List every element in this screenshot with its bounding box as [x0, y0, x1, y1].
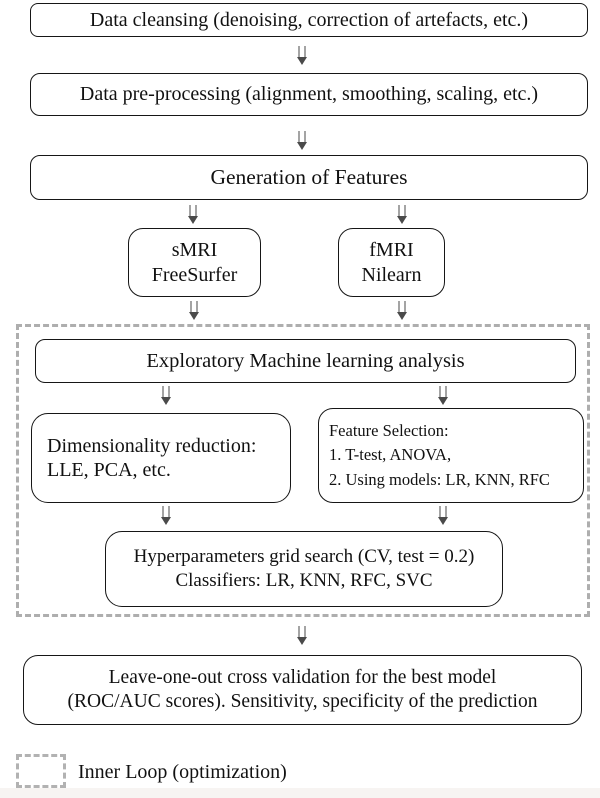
feature-selection-label: Feature Selection: [329, 421, 449, 441]
arrow-down-icon [159, 506, 173, 526]
leave-one-out-cv-box: Leave-one-out cross validation for the b… [23, 655, 582, 725]
leave-one-out-cv-label: Leave-one-out cross validation for the b… [108, 666, 497, 688]
dimensionality-reduction-label: Dimensionality reduction: [47, 435, 257, 457]
roc-auc-label: (ROC/AUC scores). Sensitivity, specifici… [67, 691, 538, 712]
hyperparameters-grid-search-label: Hyperparameters grid search (CV, test = … [133, 545, 475, 567]
feature-selection-item-1: 1. T-test, ANOVA, [329, 445, 452, 465]
arrow-down-icon [295, 131, 309, 151]
arrow-down-icon [186, 205, 200, 225]
data-preprocessing-box: Data pre-processing (alignment, smoothin… [30, 73, 588, 116]
feature-selection-item-2: 2. Using models: LR, KNN, RFC [329, 469, 550, 489]
arrow-down-icon [159, 386, 173, 406]
inner-loop-legend-label: Inner Loop (optimization) [78, 761, 287, 783]
inner-loop-legend-swatch [16, 754, 66, 788]
fmri-label: fMRI [369, 239, 414, 262]
exploratory-ml-analysis-box: Exploratory Machine learning analysis [35, 339, 576, 383]
feature-selection-box: Feature Selection: 1. T-test, ANOVA, 2. … [318, 408, 584, 503]
hyperparameters-grid-search-box: Hyperparameters grid search (CV, test = … [105, 531, 503, 607]
data-cleansing-box: Data cleansing (denoising, correction of… [30, 3, 588, 37]
dimensionality-reduction-methods: LLE, PCA, etc. [47, 459, 171, 481]
inner-loop-dashed-container: Exploratory Machine learning analysis Di… [16, 324, 590, 617]
freesurfer-label: FreeSurfer [151, 263, 238, 286]
arrow-down-icon [395, 205, 409, 225]
arrow-down-icon [436, 506, 450, 526]
arrow-down-icon [187, 301, 201, 321]
generation-of-features-box: Generation of Features [30, 155, 588, 200]
generation-of-features-label: Generation of Features [210, 165, 408, 190]
data-cleansing-label: Data cleansing (denoising, correction of… [89, 8, 529, 31]
arrow-down-icon [295, 46, 309, 66]
dimensionality-reduction-box: Dimensionality reduction: LLE, PCA, etc. [31, 413, 291, 503]
exploratory-ml-analysis-label: Exploratory Machine learning analysis [146, 349, 465, 372]
bottom-edge-strip [0, 788, 600, 798]
arrow-down-icon [295, 626, 309, 646]
fmri-nilearn-box: fMRI Nilearn [338, 228, 445, 297]
smri-label: sMRI [171, 239, 218, 262]
classifiers-label: Classifiers: LR, KNN, RFC, SVC [175, 570, 433, 591]
nilearn-label: Nilearn [361, 263, 422, 286]
smri-freesurfer-box: sMRI FreeSurfer [128, 228, 261, 297]
data-preprocessing-label: Data pre-processing (alignment, smoothin… [79, 83, 539, 106]
arrow-down-icon [395, 301, 409, 321]
arrow-down-icon [436, 386, 450, 406]
